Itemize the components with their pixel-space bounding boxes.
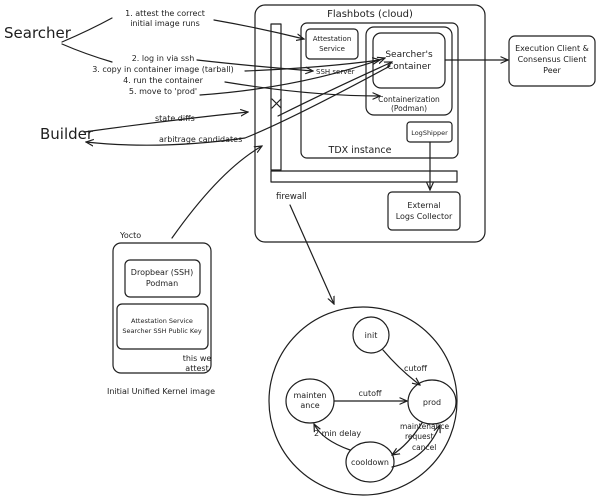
arrow-step5-container [199, 58, 385, 96]
arrow-step1-attestation [213, 19, 304, 39]
arrow-yocto-flashbots [171, 146, 262, 239]
dropbear-line1: Dropbear (SSH) [131, 268, 193, 277]
containerization-box [365, 26, 453, 116]
firewall-horizontal [270, 170, 458, 183]
searchers-container-box [372, 32, 446, 89]
arrow-step4-containerization [224, 81, 380, 96]
transition-init-prod [382, 349, 420, 385]
state-machine-circle [268, 306, 458, 496]
arrow-searcher-step2 [61, 43, 113, 63]
dropbear-box [124, 259, 201, 298]
cutoff-init-label: cutoff [404, 364, 428, 373]
state-init-label: init [365, 331, 378, 340]
maintenance-request-line1: maintenance [400, 422, 450, 431]
searcher-label: Searcher [4, 24, 72, 42]
attestation-service-line2: Service [319, 45, 345, 53]
firewall-label: firewall [276, 192, 307, 202]
attestation-key-line2: Searcher SSH Public Key [122, 327, 202, 335]
attestation-service-line1: Attestation [313, 35, 352, 43]
containerization-line2: (Podman) [391, 104, 427, 113]
logs-collector-box [387, 191, 461, 231]
attestation-key-box [116, 303, 209, 350]
maintenance-request-line2: request [405, 432, 434, 441]
logs-collector-line2: Logs Collector [396, 212, 453, 221]
dropbear-line2: Podman [146, 279, 178, 288]
state-diffs-label: state diffs [155, 114, 195, 123]
step-3: 3. copy in container image (tarball) [92, 65, 234, 74]
execution-client-box [508, 35, 596, 87]
firewall-vertical [270, 23, 282, 171]
step-5: 5. move to 'prod' [129, 87, 197, 96]
attestation-service-box [305, 28, 359, 60]
execution-client-line2: Consensus Client [518, 55, 587, 64]
execution-client-line1: Execution Client & [515, 44, 589, 53]
state-cooldown [345, 441, 395, 483]
transition-cooldown-prod [391, 425, 440, 468]
step-2: 2. log in via ssh [132, 54, 195, 63]
searchers-container-line1: Searcher's [385, 50, 433, 60]
step-1-cont: initial image runs [130, 19, 200, 28]
searchers-container-line2: Container [387, 62, 431, 72]
transition-cooldown-maint [314, 424, 351, 451]
cutoff-maint-label: cutoff [358, 389, 382, 398]
arbitrage-candidates-label: arbitrage candidates [159, 135, 242, 144]
attestation-key-line1: Attestation Service [131, 317, 193, 325]
attest-note-line1: this we [183, 354, 212, 363]
arrow-arbitrage-candidates [86, 65, 391, 145]
arrow-state-diffs-inner [277, 61, 392, 117]
state-prod-label: prod [423, 398, 441, 407]
uki-caption: Initial Unified Kernel image [107, 387, 215, 396]
state-cooldown-label: cooldown [351, 458, 389, 467]
attest-note-line2: attest [185, 364, 208, 373]
state-maintenance-line1: mainten [293, 391, 326, 400]
tdx-instance-label: TDX instance [328, 145, 392, 156]
state-prod [407, 379, 457, 425]
tdx-instance-box [300, 22, 459, 159]
ssh-server-label: SSH server [316, 68, 355, 76]
builder-label: Builder [40, 125, 94, 143]
state-init [352, 316, 390, 354]
transition-prod-cooldown [392, 422, 423, 455]
step-4: 4. run the container [123, 76, 203, 85]
yocto-box [112, 242, 212, 374]
arrow-step3-container [244, 60, 380, 72]
yocto-label: Yocto [119, 231, 141, 240]
arrow-firewall-statemachine [289, 204, 335, 304]
delay-label: 2 min delay [314, 429, 361, 438]
step-1: 1. attest the correct [125, 9, 205, 18]
containerization-line1: Containerization [378, 95, 440, 104]
arrow-searcher-step1 [61, 17, 113, 43]
flashbots-title: Flashbots (cloud) [327, 9, 413, 20]
arrow-state-diffs [83, 112, 248, 133]
logs-collector-line1: External [407, 201, 440, 210]
logshipper-label: LogShipper [411, 129, 448, 137]
execution-client-line3: Peer [543, 66, 561, 75]
state-maintenance-line2: ance [300, 401, 319, 410]
flashbots-cloud-box [254, 4, 486, 243]
firewall-block-cross [271, 98, 282, 109]
cancel-label: cancel [412, 443, 436, 452]
arrow-step2-ssh [196, 59, 313, 71]
